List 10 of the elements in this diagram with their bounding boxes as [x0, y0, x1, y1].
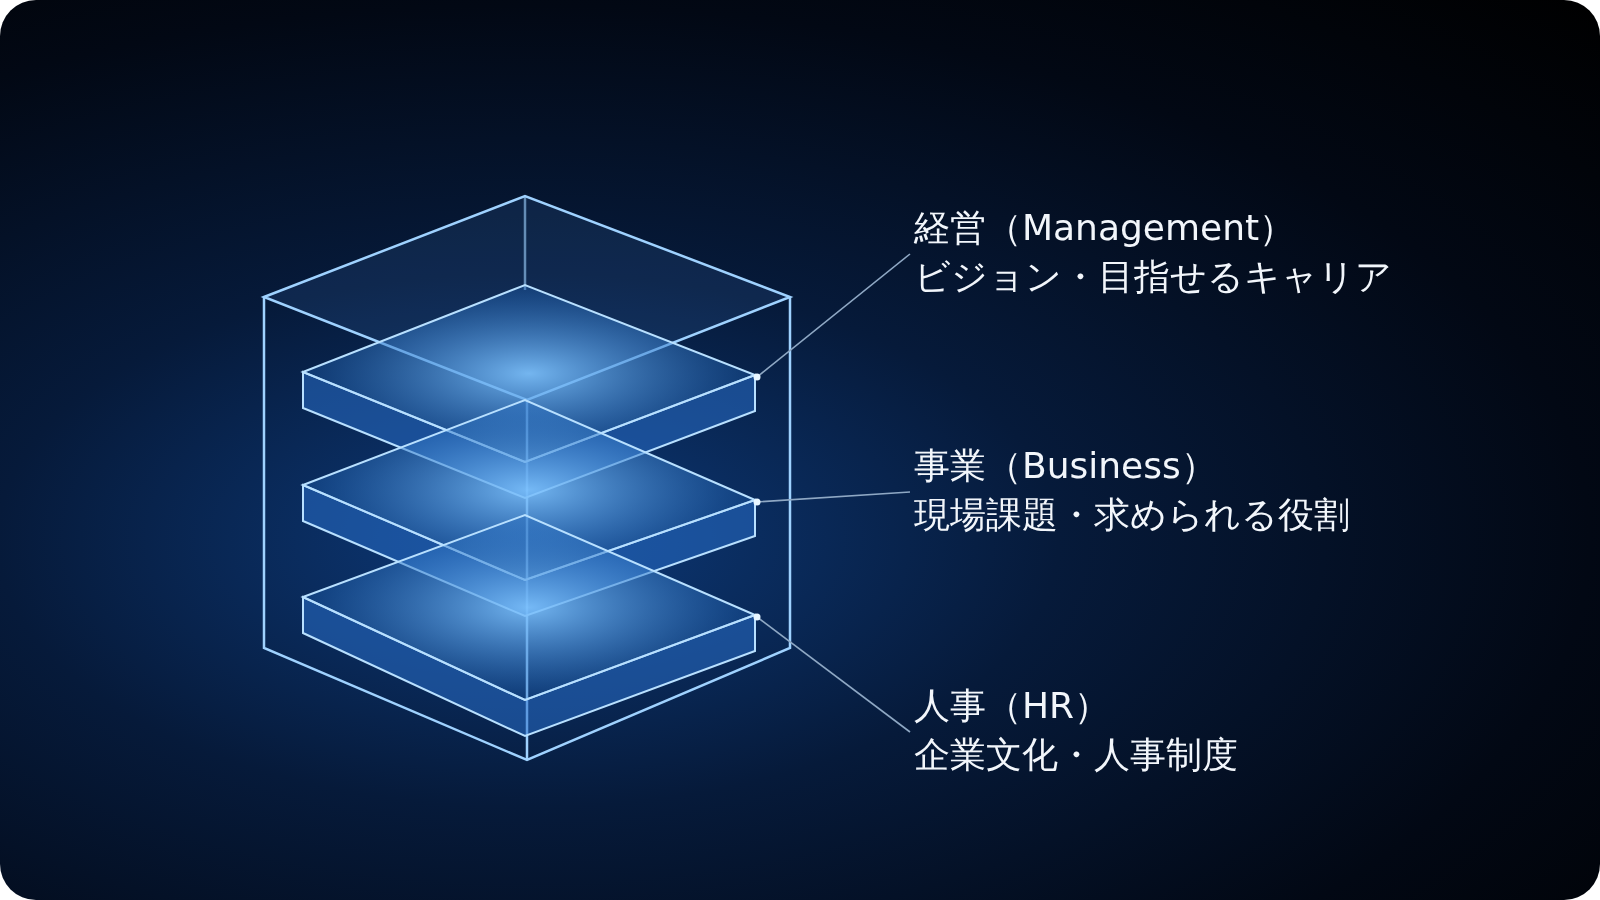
callout-heading: 人事（HR） — [914, 684, 1112, 728]
leader-line — [753, 253, 911, 381]
callout-heading: 事業（Business） — [914, 444, 1218, 488]
callout-description: 企業文化・人事制度 — [914, 733, 1238, 777]
callout-heading: 経営（Management） — [914, 206, 1297, 250]
callout-description: ビジョン・目指せるキャリア — [914, 255, 1392, 299]
layer-slab — [300, 513, 758, 738]
callout-description: 現場課題・求められる役割 — [914, 493, 1350, 537]
leader-line — [753, 491, 911, 506]
leader-line — [753, 613, 911, 733]
